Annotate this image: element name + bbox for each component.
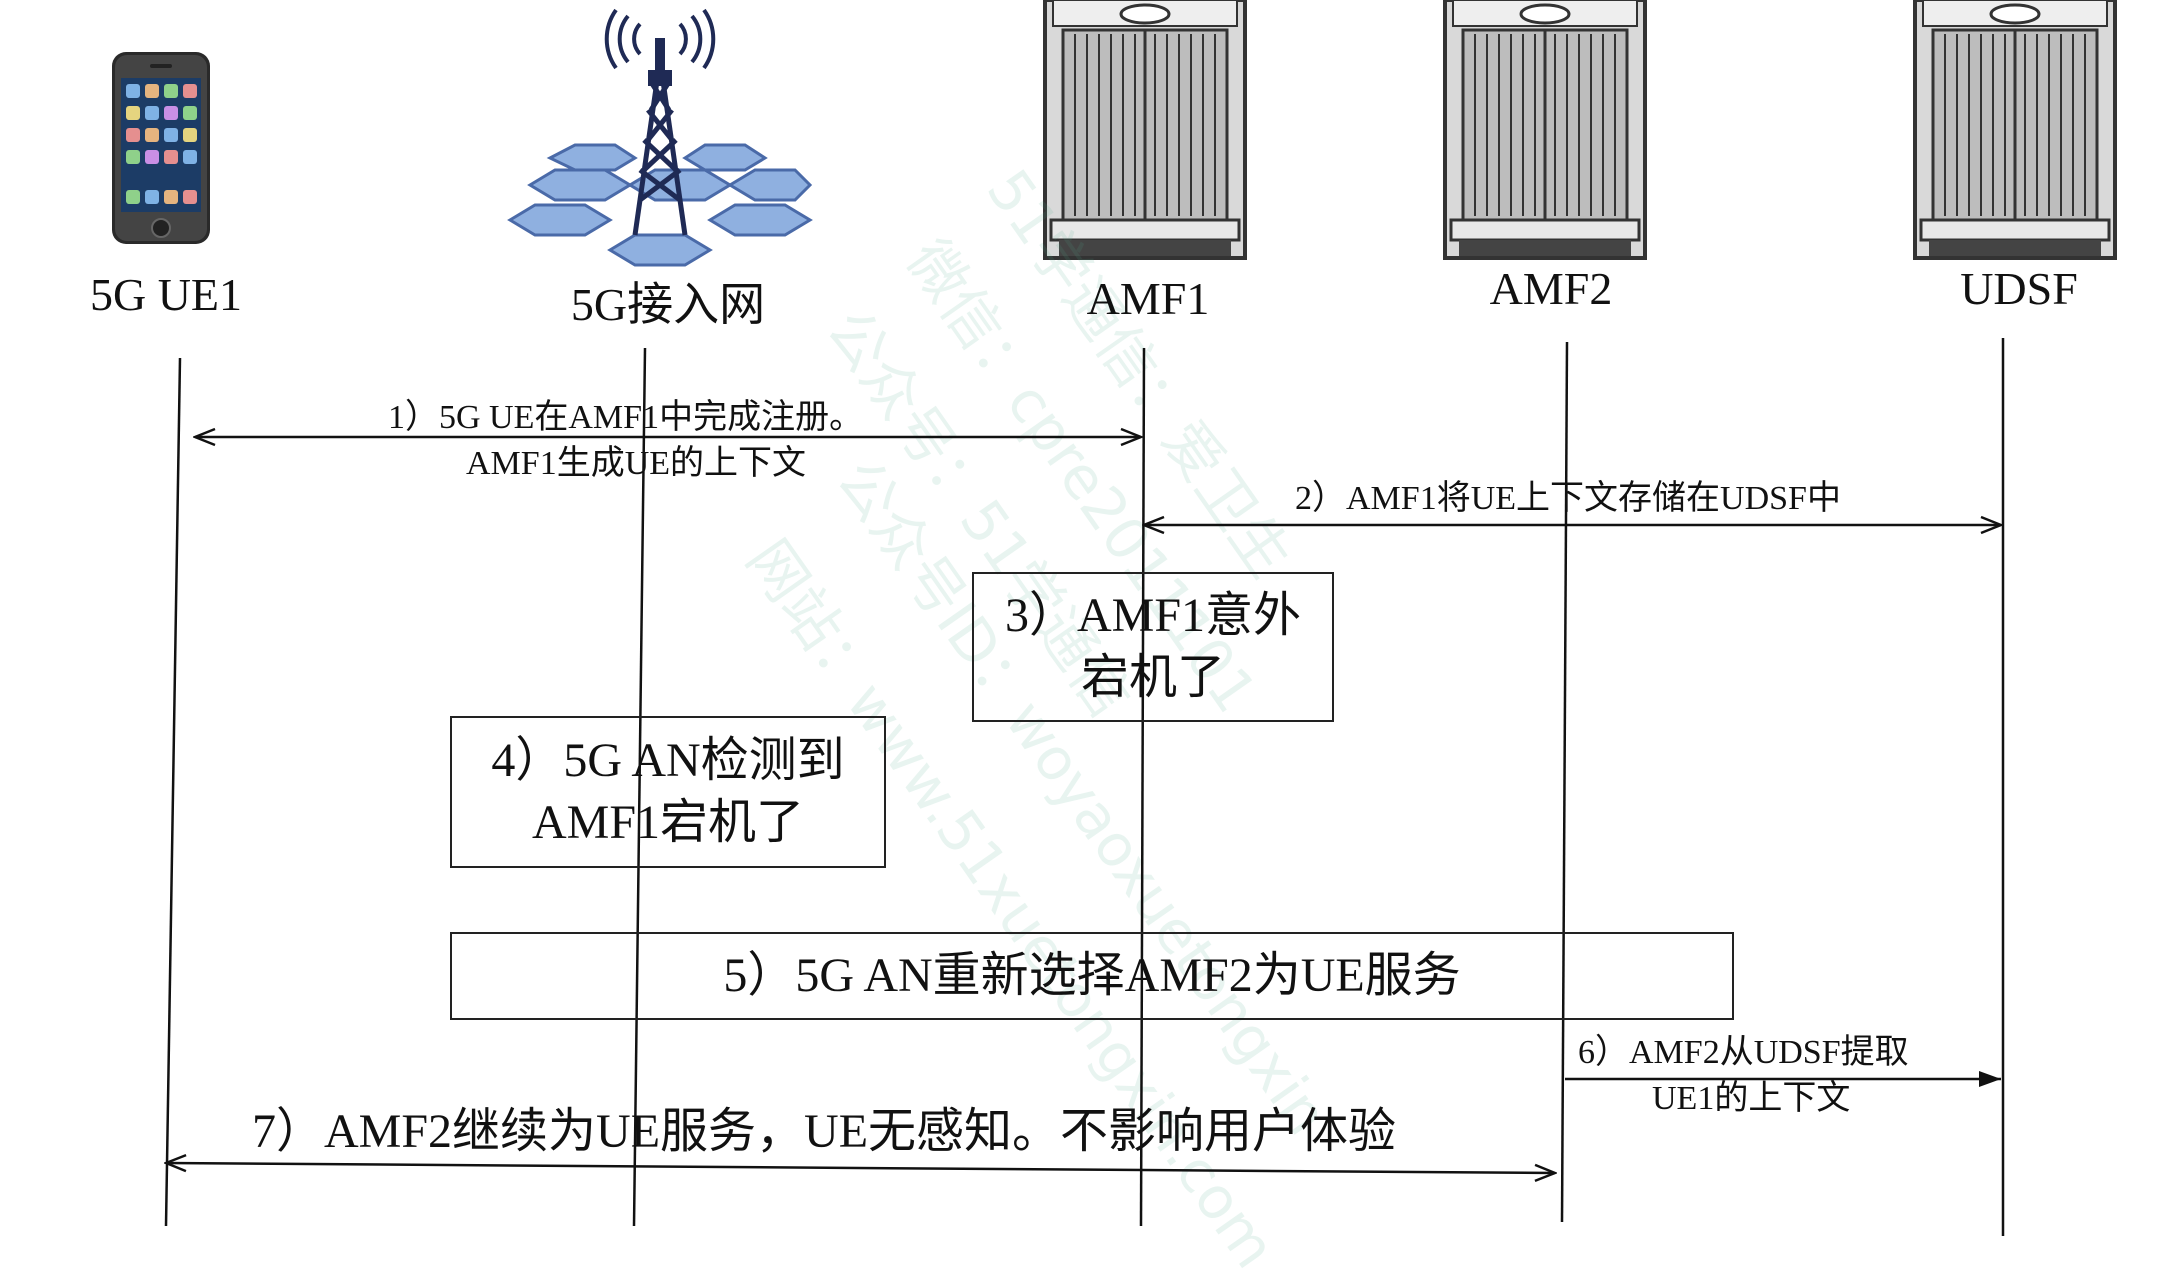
message-7-label: 7）AMF2继续为UE服务，UE无感知。不影响用户体验 bbox=[252, 1105, 1397, 1158]
note-box-4: 4）5G AN检测到 AMF1宕机了 bbox=[450, 716, 886, 868]
message-6-line-1: 6）AMF2从UDSF提取 bbox=[1578, 1034, 1909, 1071]
message-1-line-2: AMF1生成UE的上下文 bbox=[466, 445, 807, 482]
note-box-5: 5）5G AN重新选择AMF2为UE服务 bbox=[450, 932, 1734, 1020]
lifelines-and-arrows bbox=[0, 338, 2005, 1236]
participant-icons bbox=[112, 0, 2117, 267]
server-cabinet-icon bbox=[1443, 0, 1647, 260]
arrow-msg-7 bbox=[166, 1163, 1555, 1173]
note-box-3-line-2: 宕机了 bbox=[1080, 651, 1225, 704]
server-cabinet-icon bbox=[1913, 0, 2117, 260]
message-2-label: 2）AMF1将UE上下文存储在UDSF中 bbox=[1295, 480, 1841, 517]
lifeline-ue1 bbox=[164, 357, 182, 1227]
note-box-3: 3）AMF1意外 宕机了 bbox=[972, 572, 1334, 722]
message-6-line-2: UE1的上下文 bbox=[1652, 1080, 1851, 1117]
lifeline-amf2 bbox=[1560, 341, 1569, 1223]
message-1-label: 1）5G UE在AMF1中完成注册。 AMF1生成UE的上下文 bbox=[388, 395, 863, 487]
lifeline-an bbox=[632, 347, 647, 1227]
note-box-3-line-1: 3）AMF1意外 bbox=[1004, 589, 1302, 642]
sequence-diagram: 51学通信：爱卫生 微信：cpre2011101 公众号：51学通信 公众号ID… bbox=[0, 0, 2117, 1280]
participant-label-udsf: UDSF bbox=[1960, 263, 2078, 314]
server-cabinet-icon bbox=[1043, 0, 1247, 260]
note-box-4-line-1: 4）5G AN检测到 bbox=[491, 734, 845, 787]
message-1-line-1: 1）5G UE在AMF1中完成注册。 bbox=[388, 399, 864, 436]
cell-tower-icon bbox=[507, 8, 813, 267]
smartphone-icon bbox=[112, 52, 210, 244]
participant-label-amf2: AMF2 bbox=[1489, 263, 1613, 314]
participant-label-ue1: 5G UE1 bbox=[89, 269, 243, 320]
message-6-label: 6）AMF2从UDSF提取 UE1的上下文 bbox=[1578, 1030, 1909, 1122]
lifeline-amf1 bbox=[1139, 347, 1146, 1227]
note-box-5-line-1: 5）5G AN重新选择AMF2为UE服务 bbox=[723, 949, 1461, 1002]
note-box-4-line-2: AMF1宕机了 bbox=[531, 796, 805, 849]
participant-label-an: 5G接入网 bbox=[570, 279, 766, 330]
participant-label-amf1: AMF1 bbox=[1086, 273, 1210, 324]
